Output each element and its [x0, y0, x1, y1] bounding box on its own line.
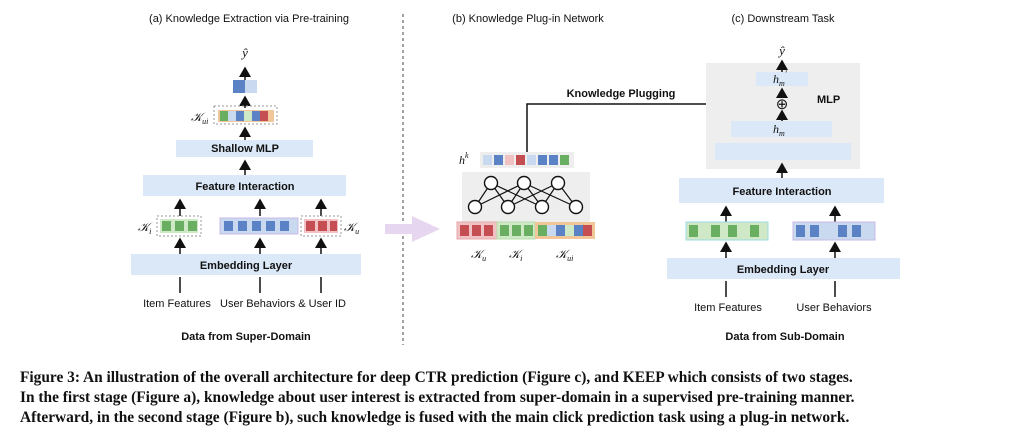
panel-b-kui-label: 𝒦ui: [556, 247, 573, 263]
panel-a-output-embedding: [233, 80, 257, 93]
panel-c-plus-icon: ⊕: [776, 96, 789, 113]
panel-b-hk-vector: [480, 152, 574, 168]
panel-a-output-label: ŷ: [240, 45, 248, 60]
panel-a-ku-vector: [304, 219, 338, 233]
panel-c-output-label: ŷ: [777, 43, 785, 58]
panel-a-shallow-mlp: [176, 140, 313, 157]
panel-b-ku-label: 𝒦u: [471, 247, 486, 263]
panel-a-user-behaviors-id: User Behaviors & User ID: [220, 298, 346, 310]
panel-a: (a) Knowledge Extraction via Pre-trainin…: [131, 13, 361, 343]
panel-b-input-embeddings: [456, 221, 595, 240]
panel-a-feature-interaction: [143, 175, 346, 196]
stage-transition-arrow: [385, 216, 440, 242]
panel-c-hm-prime-label: hm′: [773, 69, 788, 88]
panel-c-item-vector: [685, 221, 769, 241]
panel-c-mlp-label: MLP: [817, 94, 840, 106]
knowledge-plugging-arrow: [526, 98, 773, 152]
architecture-diagram: (a) Knowledge Extraction via Pre-trainin…: [131, 13, 900, 345]
panel-b-title: (b) Knowledge Plug-in Network: [452, 13, 604, 25]
caption-line-3: Afterward, in the second stage (Figure b…: [20, 409, 850, 426]
panel-b: (b) Knowledge Plug-in Network hk Knowled…: [452, 13, 773, 263]
panel-a-kui-vector: [218, 110, 274, 122]
panel-c-embedding-layer-label: Embedding Layer: [737, 264, 830, 276]
panel-a-kui-label: 𝒦ui: [191, 110, 208, 126]
panel-a-ki-vector: [160, 219, 198, 233]
plugin-network: [462, 172, 590, 222]
panel-c-embedding-layer: [667, 258, 900, 279]
panel-c-feature-interaction: [679, 178, 884, 203]
panel-a-title: (a) Knowledge Extraction via Pre-trainin…: [149, 13, 349, 25]
panel-c-behaviors-vector: [792, 221, 876, 241]
panel-c: (c) Downstream Task ŷ MLP hm′ ⊕ hm Featu…: [667, 13, 900, 343]
panel-a-ki-label: 𝒦i: [138, 220, 153, 236]
caption-line-2: In the first stage (Figure a), knowledge…: [20, 389, 855, 406]
panel-a-embedding-layer-label: Embedding Layer: [200, 260, 293, 272]
panel-c-mlp-bottom-block: [715, 143, 851, 160]
panel-c-feature-interaction-label: Feature Interaction: [732, 186, 831, 198]
figure-caption: Figure 3: An illustration of the overall…: [20, 368, 1010, 428]
panel-c-user-behaviors: User Behaviors: [796, 302, 872, 314]
panel-c-data-source: Data from Sub-Domain: [725, 331, 844, 343]
panel-a-ku-label: 𝒦u: [344, 220, 359, 236]
panel-a-ki-frame: [156, 215, 202, 237]
panel-b-hk-label: hk: [459, 151, 469, 167]
panel-a-data-source: Data from Super-Domain: [181, 331, 311, 343]
panel-a-ku-frame: [300, 215, 342, 237]
panel-c-item-features: Item Features: [694, 302, 762, 314]
panel-c-hm-label: hm: [773, 122, 785, 138]
panel-a-feature-interaction-label: Feature Interaction: [195, 181, 294, 193]
panel-c-title: (c) Downstream Task: [731, 13, 835, 25]
panel-b-ki-label: 𝒦i: [509, 247, 524, 263]
panel-a-embedding-layer: [131, 254, 361, 275]
panel-c-hm-block: [731, 121, 832, 137]
panel-a-item-features: Item Features: [143, 298, 211, 310]
caption-line-1: Figure 3: An illustration of the overall…: [20, 369, 853, 386]
panel-a-shallow-mlp-label: Shallow MLP: [211, 143, 279, 155]
panel-a-kui-frame: [213, 105, 278, 125]
knowledge-plugging-label: Knowledge Plugging: [567, 88, 676, 100]
panel-c-hm-prime-block: [756, 72, 808, 86]
panel-a-behaviors-vector: [219, 217, 299, 235]
